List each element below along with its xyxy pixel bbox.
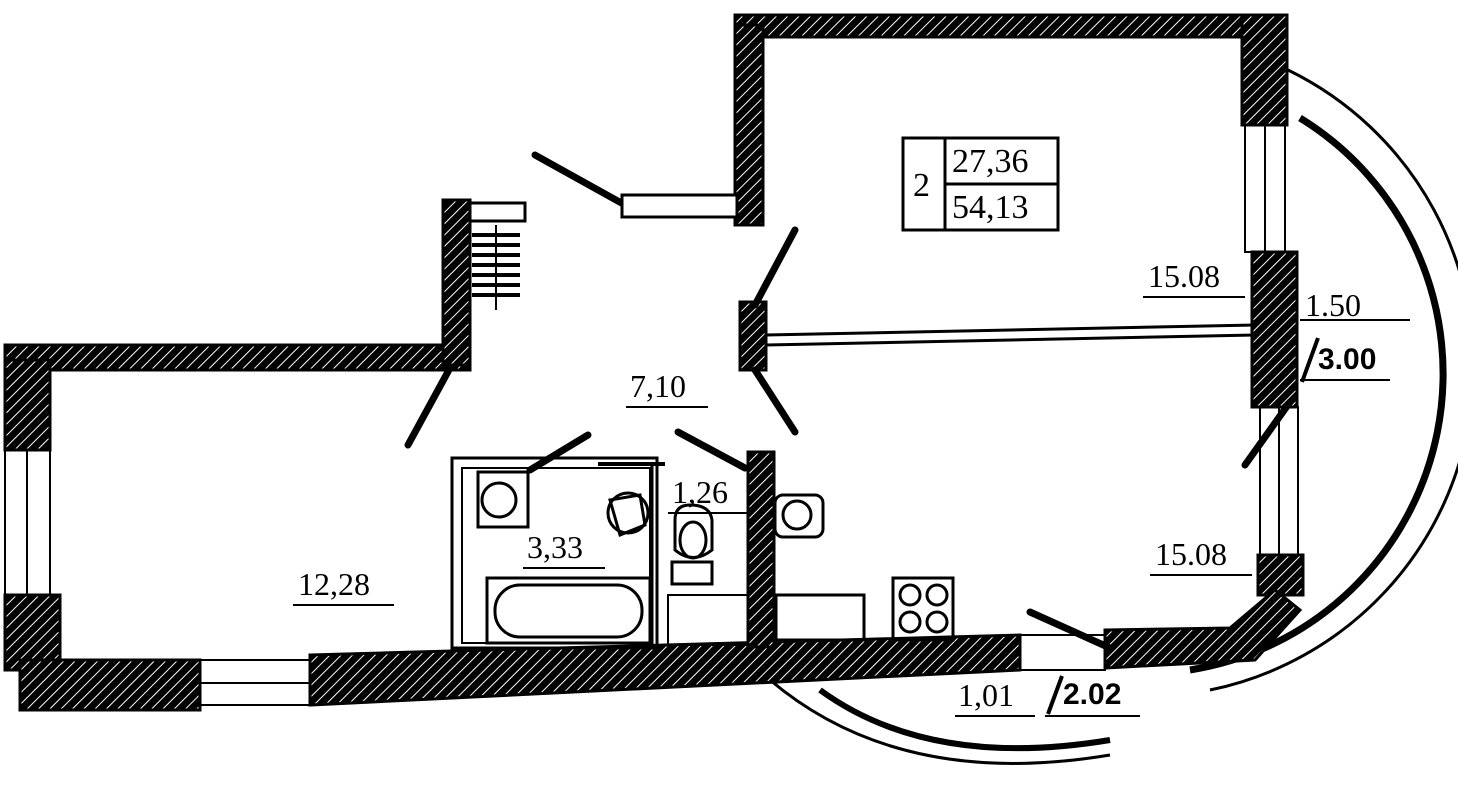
balcony-labels: 1.50 3.00 1,01 2.02: [955, 287, 1390, 717]
windows: [4, 124, 1299, 706]
bathroom-area: 3,33: [527, 529, 583, 565]
upper-balcony-area-a: 1.50: [1305, 287, 1361, 323]
toilet-area: 1,26: [672, 474, 728, 510]
living-room-large-area: 15.08: [1148, 258, 1220, 294]
living-room-small-area: 12,28: [298, 566, 370, 602]
door-frames: [468, 193, 739, 223]
hallway-area: 7,10: [630, 368, 686, 404]
lower-balcony-area-a: 1,01: [958, 677, 1014, 713]
toilet-fixtures: [667, 503, 749, 646]
kitchen-fixtures: [773, 493, 955, 642]
total-area: 54,13: [952, 189, 1029, 226]
upper-balcony-area-b: 3.00: [1318, 343, 1376, 376]
bathroom-fixtures: [450, 456, 665, 650]
kitchen-area: 15.08: [1155, 536, 1227, 572]
apartment-info-box: 2 27,36 54,13: [901, 136, 1060, 232]
balcony-arc: [769, 68, 1458, 765]
living-area: 27,36: [952, 143, 1029, 180]
rooms-count: 2: [913, 167, 930, 204]
room-labels: 15.08 7,10 1,26 3,33 12,28 15.08: [293, 258, 1252, 606]
doors: [404, 151, 1294, 652]
walls: [3, 13, 1305, 712]
wardrobe: [472, 225, 520, 310]
lower-balcony-area-b: 2.02: [1063, 678, 1121, 711]
